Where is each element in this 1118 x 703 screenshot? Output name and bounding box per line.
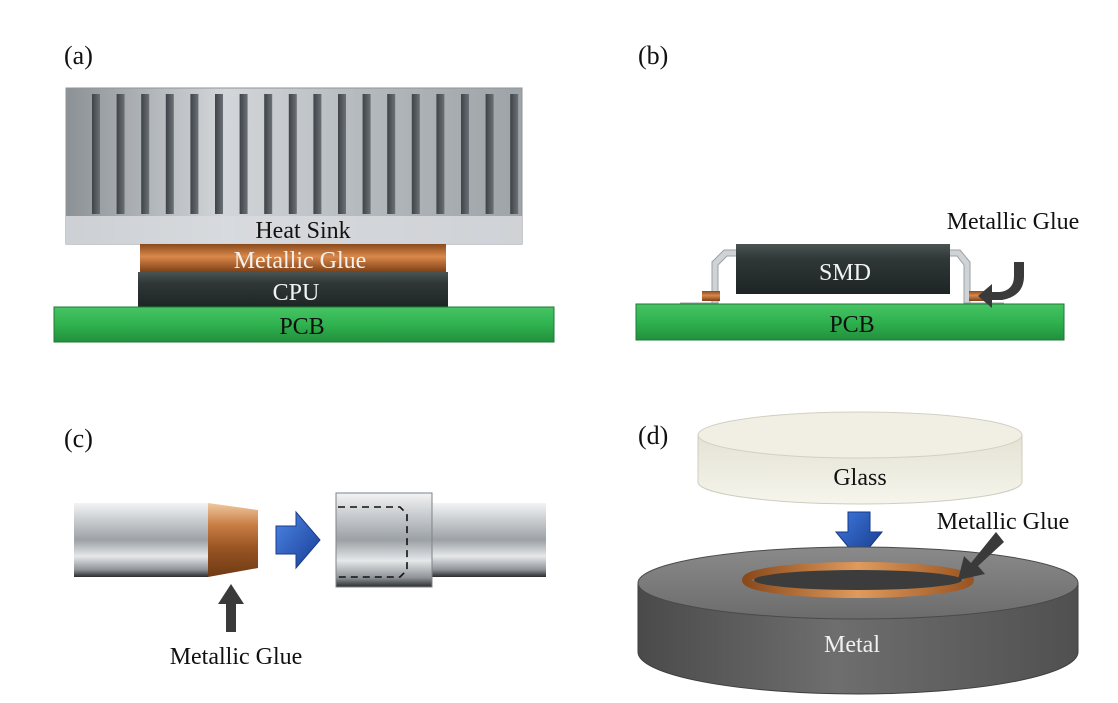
glue-pointer-arrow-c	[218, 584, 244, 632]
heat-sink	[65, 87, 523, 245]
rod-right	[430, 503, 546, 577]
heat-sink-fin-slot	[264, 94, 273, 214]
panel-b-label: (b)	[638, 41, 668, 70]
rod-taper-glue	[208, 503, 258, 577]
ring-metallic-glue-label: Metallic Glue	[937, 509, 1070, 535]
panel-d: (d) Glass Metallic Glue Metal	[637, 411, 1079, 695]
panel-a-label: (a)	[64, 41, 93, 70]
heat-sink-fin-slot	[313, 94, 322, 214]
heat-sink-fin-slot	[239, 94, 248, 214]
pcb-label-a: PCB	[279, 314, 324, 340]
cpu-label: CPU	[273, 280, 320, 306]
metal-glue-ring	[742, 562, 974, 598]
heat-sink-fin-slot	[190, 94, 199, 214]
heat-sink-fin-slot	[485, 94, 494, 214]
smd-glue-left	[702, 291, 720, 301]
cpu-metallic-glue-label: Metallic Glue	[234, 248, 367, 274]
heat-sink-fin-slot	[362, 94, 371, 214]
smd-metallic-glue-label: Metallic Glue	[947, 209, 1080, 235]
joint-metallic-glue-label: Metallic Glue	[170, 644, 303, 670]
panel-b: (b) SMD PCB Metallic Glue	[635, 41, 1080, 341]
panel-c: (c) Metallic Glue	[64, 424, 546, 670]
hidden-taper-outline	[338, 506, 408, 578]
pcb-label-b: PCB	[829, 312, 874, 338]
process-arrow-right	[275, 510, 321, 570]
heat-sink-fin-slot	[387, 94, 396, 214]
heat-sink-label: Heat Sink	[255, 218, 350, 244]
glass-label: Glass	[833, 465, 886, 491]
panel-d-label: (d)	[638, 421, 668, 450]
rod-left	[74, 503, 208, 577]
process-arrow-down	[834, 511, 884, 561]
metal-recess	[754, 570, 962, 590]
heat-sink-fin-slot	[165, 94, 174, 214]
cpu-metallic-glue-layer	[140, 244, 446, 272]
metal-label: Metal	[824, 632, 880, 658]
heat-sink-fin-slot	[411, 94, 420, 214]
heat-sink-fin-slot	[436, 94, 445, 214]
pcb-board-b	[635, 303, 1065, 341]
heat-sink-fin-slot	[510, 94, 519, 214]
cpu-block	[138, 272, 448, 308]
smd-body	[736, 244, 950, 294]
heat-sink-fin-slots	[92, 94, 519, 214]
heat-sink-fin-slot	[141, 94, 150, 214]
pcb-board-a	[53, 306, 555, 343]
panel-c-label: (c)	[64, 424, 93, 453]
panel-a: (a) Heat Sink Metallic Glue CPU PCB	[53, 41, 555, 343]
heat-sink-fin-slot	[215, 94, 223, 214]
heat-sink-fin-slot	[288, 94, 297, 214]
smd-label: SMD	[819, 260, 871, 286]
heat-sink-fin-slot	[92, 94, 100, 214]
heat-sink-fin-slot	[116, 94, 125, 214]
glue-pointer-arrow-b	[978, 262, 1024, 308]
heat-sink-fin-slot	[461, 94, 469, 214]
glass-disc	[697, 411, 1023, 505]
glue-pointer-arrow-d	[958, 532, 1004, 580]
rod-sleeve	[335, 492, 433, 588]
heat-sink-fin-slot	[338, 94, 346, 214]
